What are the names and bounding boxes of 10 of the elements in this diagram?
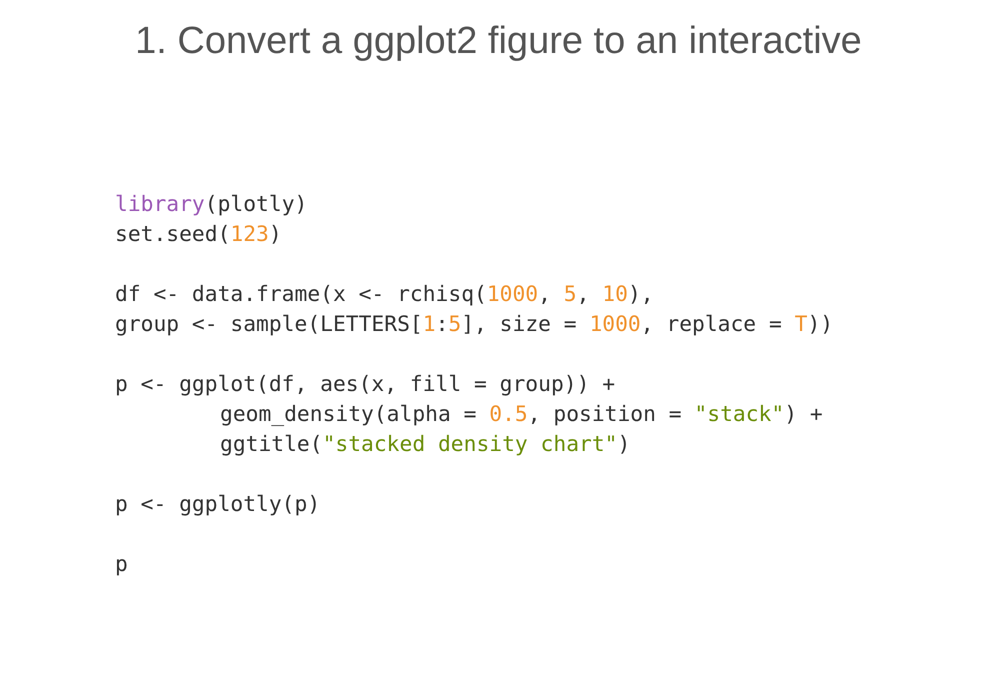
code-line: p <- ggplotly(p) — [115, 492, 320, 518]
code-line: ggtitle("stacked density chart") — [220, 432, 630, 458]
code-line: set.seed(123) — [115, 222, 282, 248]
code-line: geom_density(alpha = 0.5, position = "stack") + — [220, 402, 823, 428]
code-line: library(plotly) — [115, 192, 308, 218]
code-line: df <- data.frame(x <- rchisq(1000, 5, 10), — [115, 282, 654, 308]
code-line: group <- sample(LETTERS[1:5], size = 1000, replace = T)) — [115, 312, 834, 338]
code-line: p <- ggplot(df, aes(x, fill = group)) + — [115, 372, 616, 398]
slide-title: 1. Convert a ggplot2 figure to an interactive — [134, 20, 863, 63]
code-line: p — [115, 552, 128, 578]
